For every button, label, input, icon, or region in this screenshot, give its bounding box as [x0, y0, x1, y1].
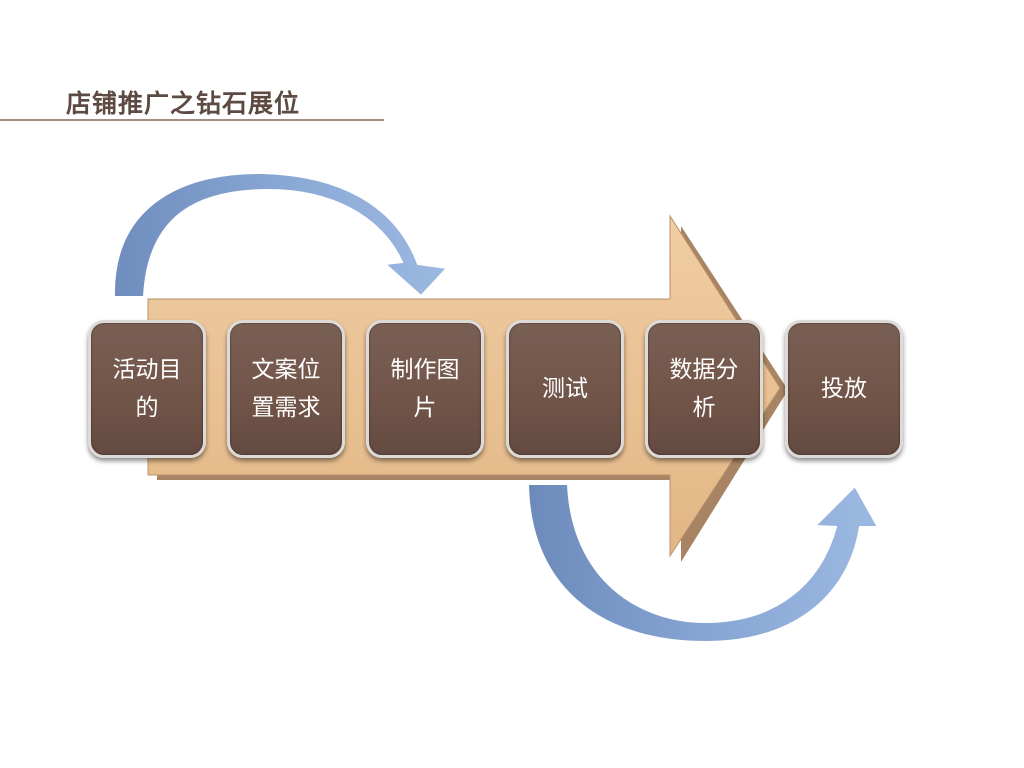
step-box: 制作图片 — [366, 320, 484, 458]
step-label: 数据分析 — [669, 357, 739, 421]
title-underline — [0, 119, 384, 121]
step-label: 文案位置需求 — [251, 357, 321, 421]
step-box: 数据分析 — [645, 320, 763, 458]
top-curved-arrow — [112, 171, 450, 298]
step-label: 制作图片 — [390, 357, 460, 421]
step-label: 活动目的 — [112, 357, 182, 421]
step-box: 活动目的 — [88, 320, 206, 458]
page-title: 店铺推广之钻石展位 — [66, 89, 301, 118]
step-label: 测试 — [542, 376, 588, 402]
step-box: 测试 — [506, 320, 624, 458]
bottom-curved-arrow — [526, 483, 880, 644]
step-box: 文案位置需求 — [227, 320, 345, 458]
step-box: 投放 — [785, 320, 903, 458]
step-label: 投放 — [821, 376, 867, 402]
